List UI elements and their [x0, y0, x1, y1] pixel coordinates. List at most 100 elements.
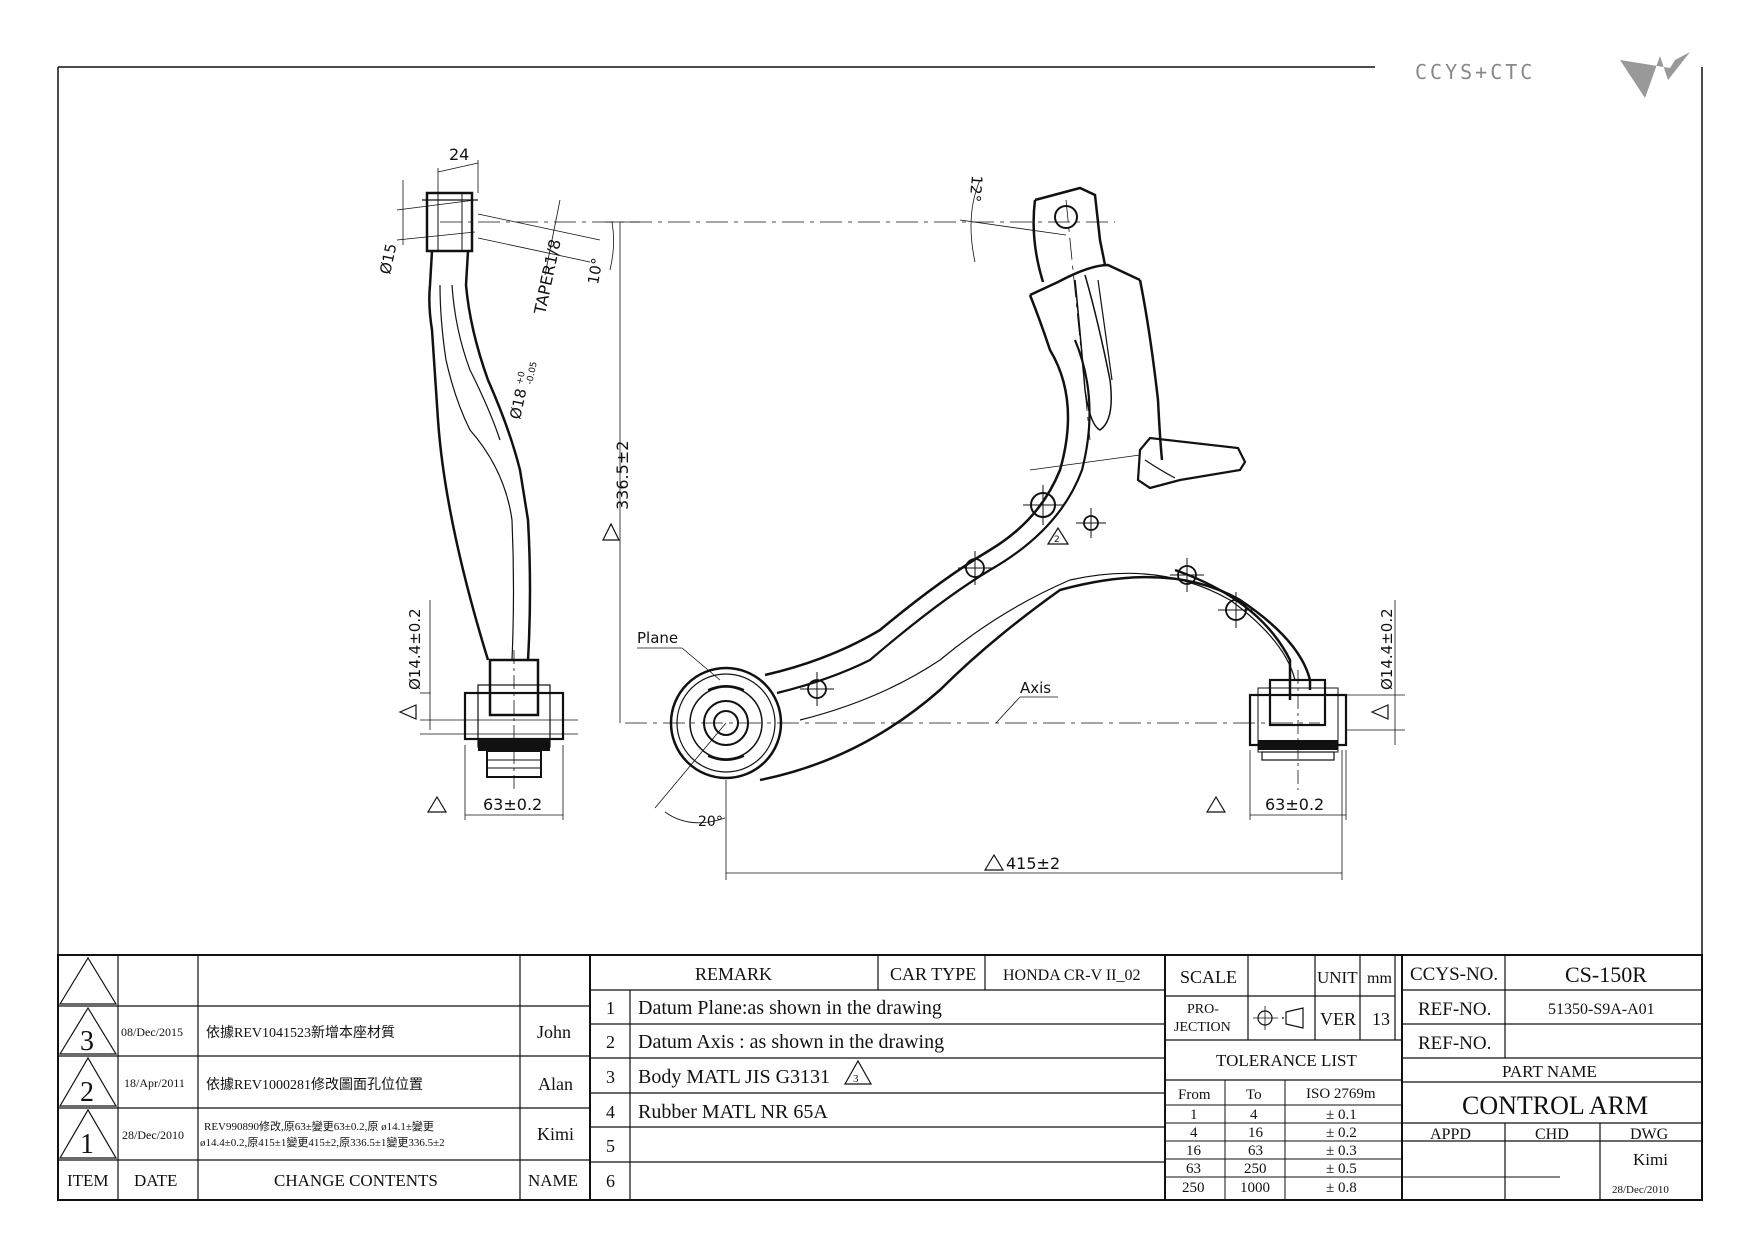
tol-to: 4 [1250, 1107, 1258, 1123]
rev-name-2: Alan [538, 1074, 573, 1094]
rev-change-2: 依據REV1000281修改圖面孔位位置 [206, 1077, 423, 1093]
part-info-block: CCYS-NO. CS-150R REF-NO. 51350-S9A-A01 R… [1402, 955, 1702, 1200]
ver-label: VER [1320, 1009, 1356, 1029]
tol-from: 16 [1186, 1143, 1202, 1159]
tol-from: 1 [1190, 1107, 1198, 1123]
tol-header-to: To [1246, 1087, 1262, 1103]
rev-change-1-line2: ø14.4±0.2,原415±1變更415±2,原336.5±1變更336.5±… [200, 1135, 445, 1149]
company-logo: CCYS+CTC [1415, 52, 1690, 98]
appd-label: APPD [1430, 1126, 1471, 1143]
tol-from: 4 [1190, 1125, 1198, 1141]
rev-item-2: 2 [80, 1077, 94, 1108]
chd-label: CHD [1535, 1126, 1569, 1143]
tol-to: 250 [1244, 1161, 1267, 1177]
revision-triangle-icon [58, 1006, 118, 1055]
rev-header-name: NAME [528, 1171, 578, 1190]
tolerance-list: TOLERANCE LIST From To ISO 2769m 1 4 ± 0… [1165, 1051, 1402, 1200]
ver-value: 13 [1372, 1009, 1390, 1029]
mounting-hole [800, 672, 834, 706]
rev-date-1: 28/Dec/2010 [122, 1128, 184, 1142]
label-axis: Axis [1020, 679, 1051, 697]
remark-no-2: 2 [606, 1032, 615, 1052]
remark-no-3: 3 [606, 1067, 615, 1087]
rev-change-1-line1: REV990890修改,原63±變更63±0.2,原 ø14.1±變更 [204, 1119, 434, 1133]
revision-triangle-icon [58, 1108, 118, 1159]
tol-to: 16 [1248, 1125, 1264, 1141]
dim-dia-18-tol-lower: -0.05 [525, 361, 540, 386]
ref-no-value: 51350-S9A-A01 [1548, 1001, 1655, 1018]
remark-header: REMARK [695, 964, 772, 984]
tol-header-from: From [1178, 1087, 1211, 1103]
part-name-label: PART NAME [1502, 1062, 1597, 1081]
dim-width-63-left: 63±0.2 [483, 795, 542, 814]
ccys-no-value: CS-150R [1565, 962, 1647, 987]
scale-block: SCALE UNIT mm PRO- JECTION VER 13 [1165, 955, 1403, 1200]
side-view: 24 Ø15 TAPER1/8 Ø18 +0 -0.05 10° Ø14.4±0… [376, 145, 614, 820]
dwg-label: DWG [1630, 1126, 1669, 1143]
remark-text-2: Datum Axis : as shown in the drawing [638, 1031, 944, 1053]
material-rev-icon [843, 1059, 873, 1085]
rev-date-2: 18/Apr/2011 [124, 1076, 185, 1090]
tol-to: 63 [1248, 1143, 1263, 1159]
rev-change-3: 依據REV1041523新增本座材質 [206, 1025, 395, 1041]
remark-no-1: 1 [606, 998, 615, 1018]
rev-date-3: 08/Dec/2015 [121, 1025, 183, 1039]
projection-symbol-icon [1253, 1006, 1304, 1030]
projection-label-2: JECTION [1174, 1020, 1231, 1035]
dim-dia-14-left: Ø14.4±0.2 [406, 608, 424, 690]
tol-value: ± 0.1 [1326, 1107, 1357, 1123]
revision-triangle-icon [58, 956, 118, 1005]
dim-dia-18-tol-upper: +0 [515, 370, 528, 385]
rev-item-3: 3 [80, 1026, 94, 1057]
dim-taper: TAPER1/8 [530, 237, 565, 316]
remarks-table: REMARK CAR TYPE HONDA CR-V II_02 1 Datum… [590, 955, 1166, 1200]
tol-value: ± 0.3 [1326, 1143, 1357, 1159]
tol-from: 63 [1186, 1161, 1201, 1177]
datum-marker-icon [1046, 526, 1070, 545]
tol-value: ± 0.8 [1326, 1180, 1357, 1196]
logo-mark-icon [1620, 52, 1690, 98]
dim-dia-15: Ø15 [376, 242, 400, 276]
rev-item-1: 1 [80, 1129, 94, 1160]
tol-from: 250 [1182, 1180, 1205, 1196]
rev-header-change: CHANGE CONTENTS [274, 1171, 438, 1190]
dwg-value: Kimi [1633, 1150, 1668, 1169]
remark-text-3: Body MATL JIS G3131 [638, 1066, 830, 1088]
tol-value: ± 0.5 [1326, 1161, 1357, 1177]
remark-no-4: 4 [606, 1102, 615, 1122]
rev-header-date: DATE [134, 1171, 177, 1190]
mounting-hole [1218, 592, 1254, 628]
unit-value: mm [1367, 970, 1392, 987]
ref-no-label: REF-NO. [1418, 999, 1491, 1020]
datum-marker-2: 2 [1054, 535, 1060, 545]
rev-header-item: ITEM [67, 1171, 109, 1190]
mounting-hole [1170, 558, 1204, 592]
dim-angle-12: 12° [966, 175, 986, 203]
rev-name-3: John [537, 1022, 571, 1042]
dwg-date: 28/Dec/2010 [1612, 1184, 1669, 1196]
logo-text: CCYS+CTC [1415, 60, 1535, 84]
dim-dia-18: Ø18 [506, 387, 530, 421]
title-block: 3 08/Dec/2015 依據REV1041523新增本座材質 John 2 … [57, 954, 1703, 1201]
mounting-hole [1023, 485, 1063, 525]
tol-value: ± 0.2 [1326, 1125, 1357, 1141]
car-type-label: CAR TYPE [890, 964, 976, 984]
mounting-hole [958, 551, 992, 585]
remark-marker-3: 3 [853, 1073, 859, 1085]
revision-table: 3 08/Dec/2015 依據REV1041523新增本座材質 John 2 … [58, 955, 591, 1200]
remark-text-1: Datum Plane:as shown in the drawing [638, 997, 942, 1019]
projection-label-1: PRO- [1187, 1002, 1219, 1017]
dim-width-63-right: 63±0.2 [1265, 795, 1324, 814]
remark-no-5: 5 [606, 1136, 615, 1156]
tol-header-iso: ISO 2769m [1306, 1086, 1376, 1102]
label-plane: Plane [637, 629, 678, 647]
remark-no-6: 6 [606, 1171, 615, 1191]
ccys-no-label: CCYS-NO. [1410, 964, 1498, 985]
remark-text-4: Rubber MATL NR 65A [638, 1101, 828, 1123]
dim-dia-14-right: Ø14.4±0.2 [1378, 608, 1396, 690]
part-name-value: CONTROL ARM [1462, 1091, 1648, 1120]
mounting-hole [1076, 508, 1106, 538]
top-view: 336.5±2 [440, 175, 1405, 880]
tolerance-title: TOLERANCE LIST [1216, 1051, 1357, 1070]
dim-angle-20: 20° [698, 814, 723, 830]
